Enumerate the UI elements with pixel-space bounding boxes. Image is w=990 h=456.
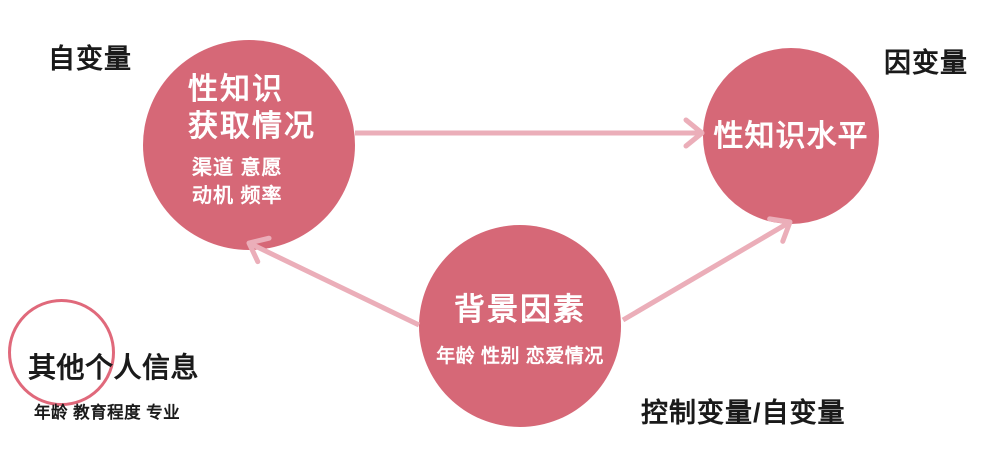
other-personal-info-title: 其他个人信息 bbox=[28, 352, 200, 383]
acquisition-title-line1: 性知识 bbox=[188, 73, 284, 106]
label-dependent-variable: 因变量 bbox=[884, 48, 968, 78]
node-knowledge-level: 性知识水平 bbox=[703, 48, 879, 224]
arrow-background-to-level bbox=[621, 216, 793, 323]
node-background-factors-title: 背景因素 bbox=[454, 292, 586, 327]
node-knowledge-acquisition: 性知识获取情况 渠道 意愿动机 频率 bbox=[143, 40, 355, 250]
acquisition-detail-line2: 动机 频率 bbox=[192, 185, 283, 207]
arrow-background-to-acquisition bbox=[246, 235, 421, 328]
acquisition-title-line2: 获取情况 bbox=[188, 110, 316, 143]
node-background-factors-detail: 年龄 性别 恋爱情况 bbox=[436, 346, 604, 367]
label-control-variable: 控制变量/自变量 bbox=[641, 398, 846, 428]
node-knowledge-acquisition-title: 性知识获取情况 bbox=[188, 71, 316, 145]
label-independent-variable: 自变量 bbox=[48, 44, 132, 74]
node-knowledge-acquisition-detail: 渠道 意愿动机 频率 bbox=[192, 154, 283, 210]
acquisition-detail-line1: 渠道 意愿 bbox=[192, 157, 283, 179]
node-knowledge-level-title: 性知识水平 bbox=[713, 119, 869, 153]
other-personal-info-detail: 年龄 教育程度 专业 bbox=[34, 404, 181, 422]
other-info-ring bbox=[8, 299, 115, 406]
node-background-factors: 背景因素 年龄 性别 恋爱情况 bbox=[419, 225, 621, 427]
